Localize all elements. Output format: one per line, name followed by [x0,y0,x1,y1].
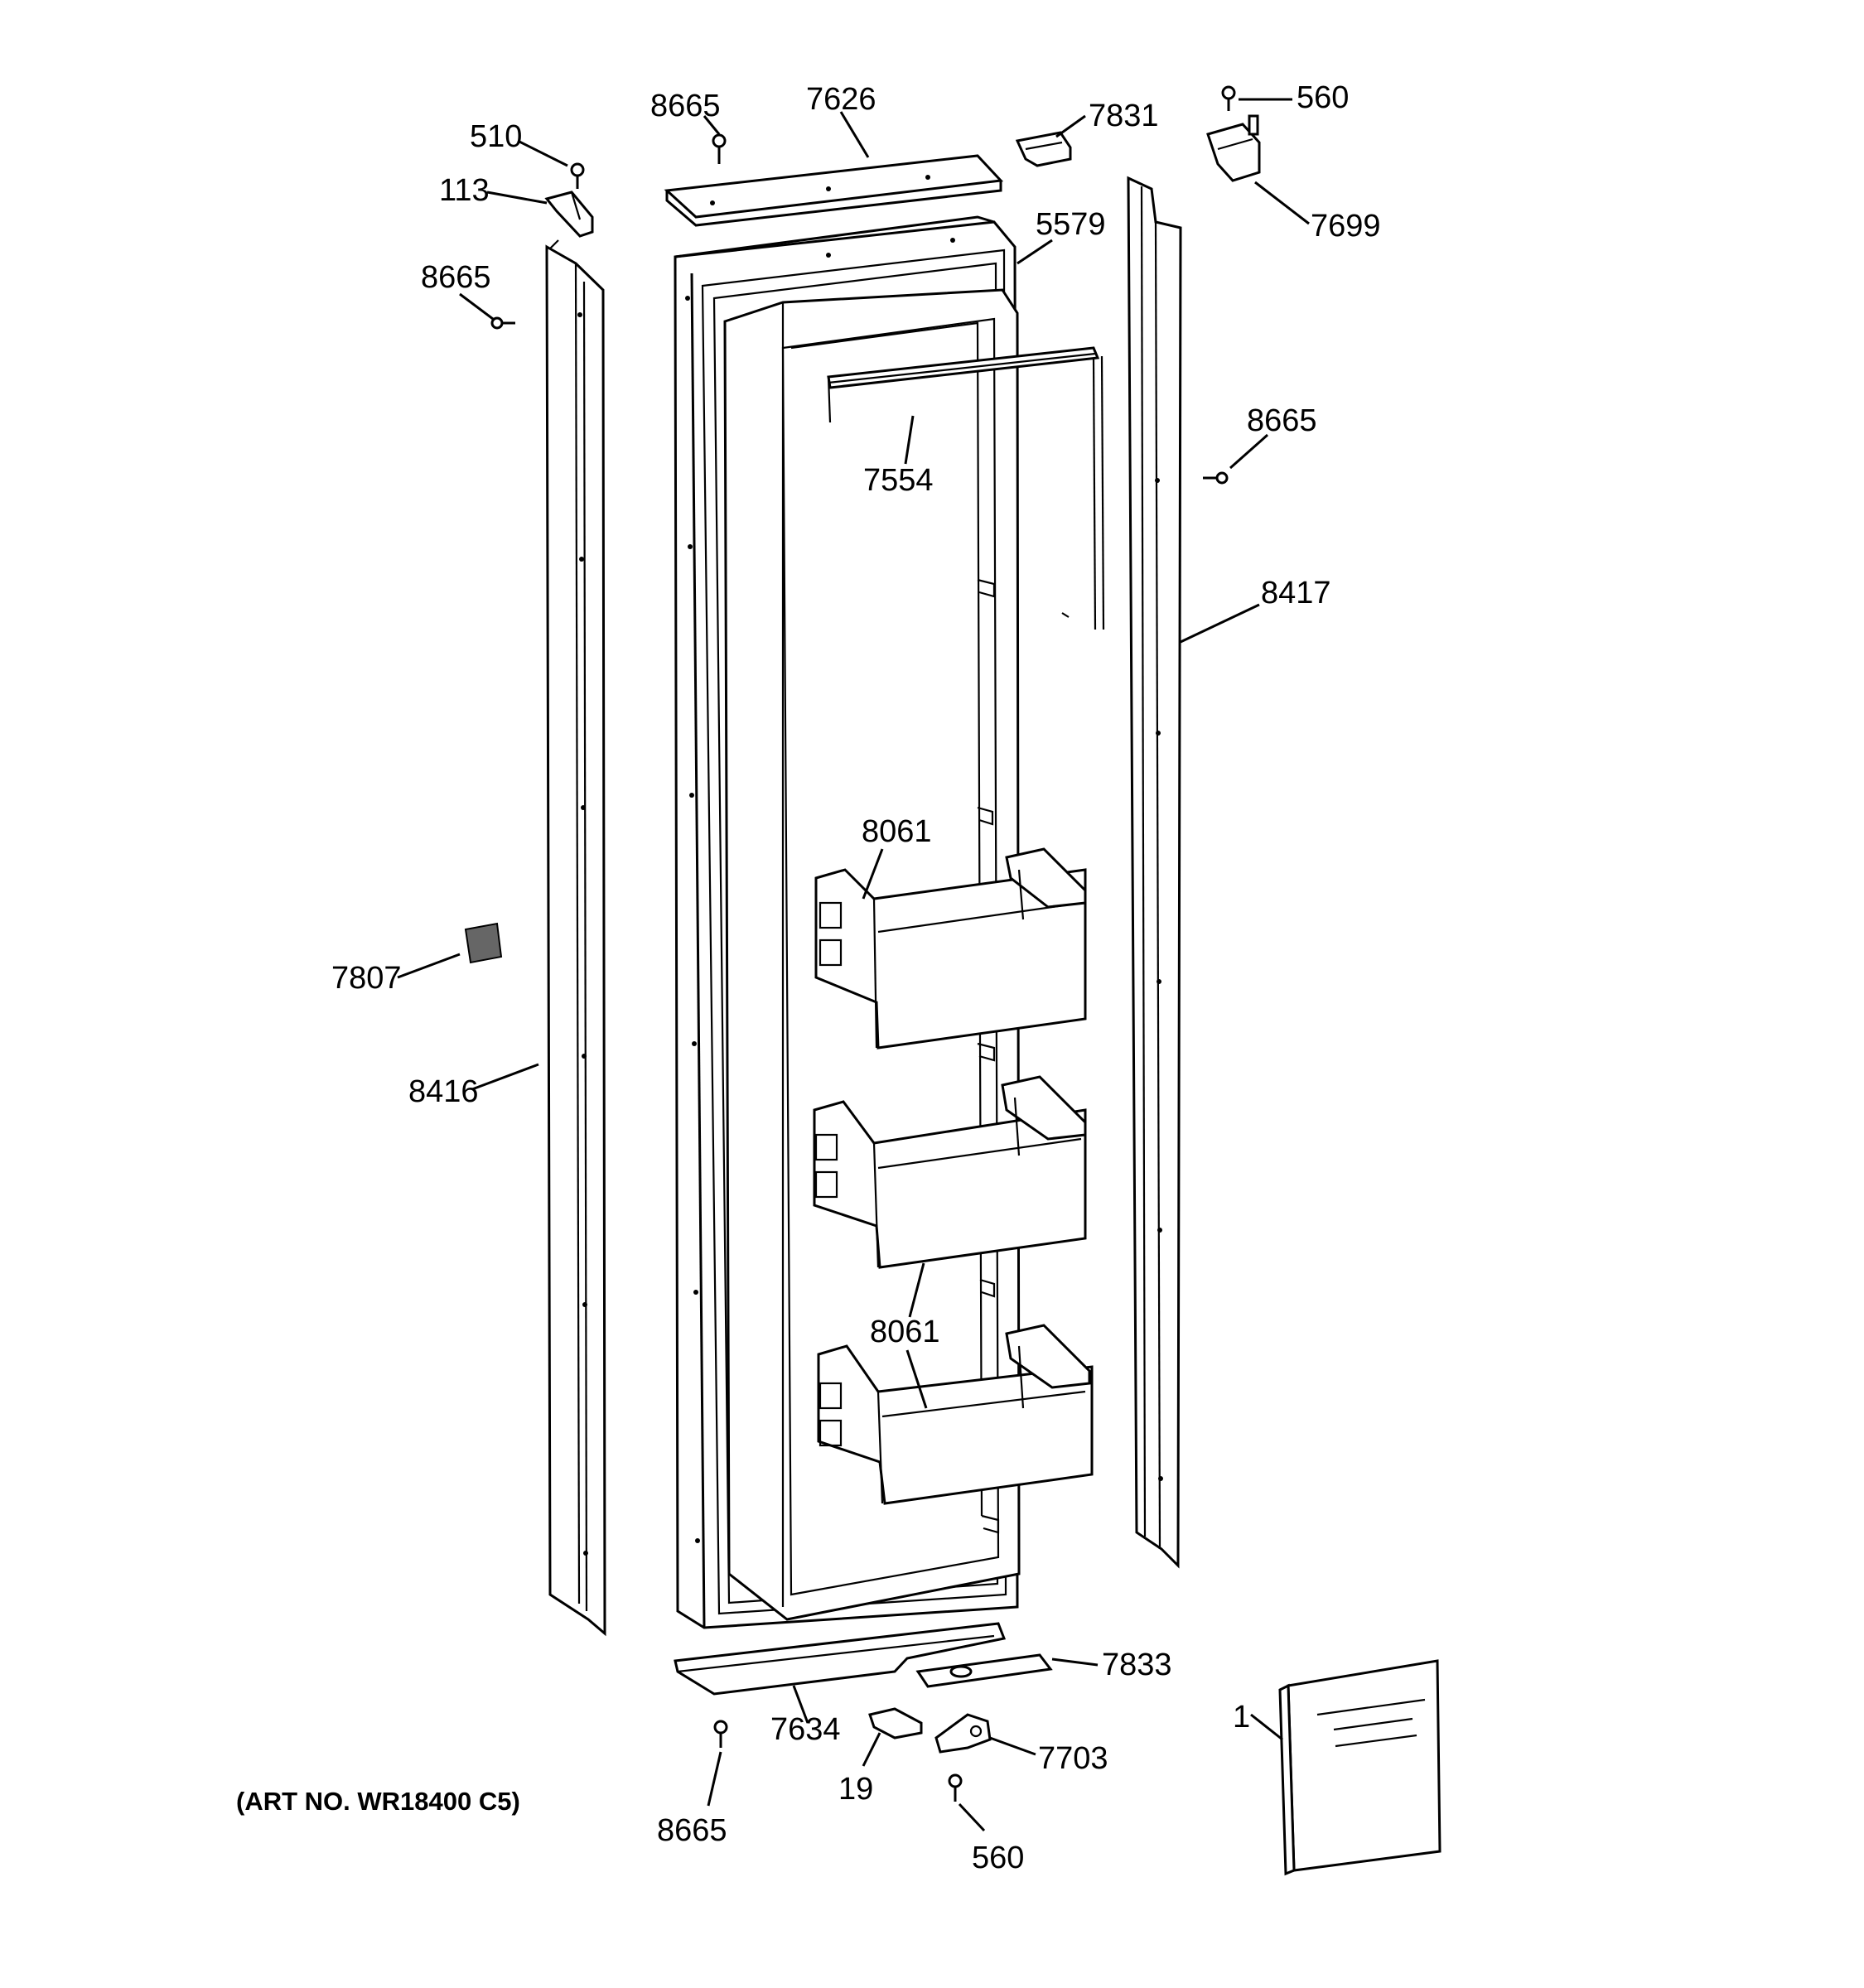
screw-560-bottom [948,1773,963,1802]
callout-560-bottom: 560 [972,1841,1024,1875]
callout-5579: 5579 [1036,207,1106,242]
callout-7833: 7833 [1102,1648,1172,1682]
callout-1: 1 [1233,1700,1250,1735]
callout-113: 113 [439,173,490,208]
callout-8665-left: 8665 [421,260,491,295]
callout-7703: 7703 [1038,1741,1108,1776]
door-bin-1-8061 [814,847,1087,1049]
bracket-7833 [915,1653,1053,1688]
bracket-7831 [1015,131,1072,167]
hinge-7703 [934,1713,992,1754]
screw-510 [570,162,585,189]
leader-lines [397,98,1310,1832]
left-door-trim-8416 [545,239,606,1637]
plate-19 [868,1707,923,1740]
callout-7634: 7634 [770,1712,841,1747]
callout-7554: 7554 [863,463,934,498]
callout-8416: 8416 [408,1074,479,1109]
door-bin-3-8061 [817,1324,1094,1505]
screw-8665-right [1203,471,1229,485]
screw-8665-left [490,316,515,330]
callout-19: 19 [838,1772,873,1807]
right-door-trim-8417 [1127,176,1182,1569]
art-number: (ART NO. WR18400 C5) [236,1787,520,1816]
bottom-cap-7634 [674,1622,1007,1696]
callout-8061-top: 8061 [862,814,932,849]
hinge-7699 [1206,114,1261,182]
screw-560-top [1221,85,1236,111]
callout-8061-bottom: 8061 [870,1315,940,1349]
callout-labels: 8665 7626 7831 560 510 113 7699 5579 866… [331,80,1381,1875]
screw-8665-top [712,133,727,164]
callout-8665-bottom: 8665 [657,1813,727,1848]
callout-7831: 7831 [1089,99,1159,133]
callout-8417: 8417 [1261,576,1331,610]
callout-7626: 7626 [806,82,876,117]
screw-8665-bottom [713,1720,728,1748]
callout-8665-right: 8665 [1247,403,1317,438]
callout-7699: 7699 [1311,209,1381,244]
top-cap-7626 [664,154,1004,227]
owners-manual-1 [1278,1659,1441,1876]
handle-strip-7554 [827,346,1105,630]
callout-560-top: 560 [1297,80,1349,115]
block-113 [544,191,594,238]
callout-8665-top: 8665 [650,89,721,123]
foam-block-7807 [464,922,503,964]
callout-510: 510 [470,119,522,154]
callout-7807: 7807 [331,961,402,996]
door-bin-2-8061 [813,1075,1087,1269]
